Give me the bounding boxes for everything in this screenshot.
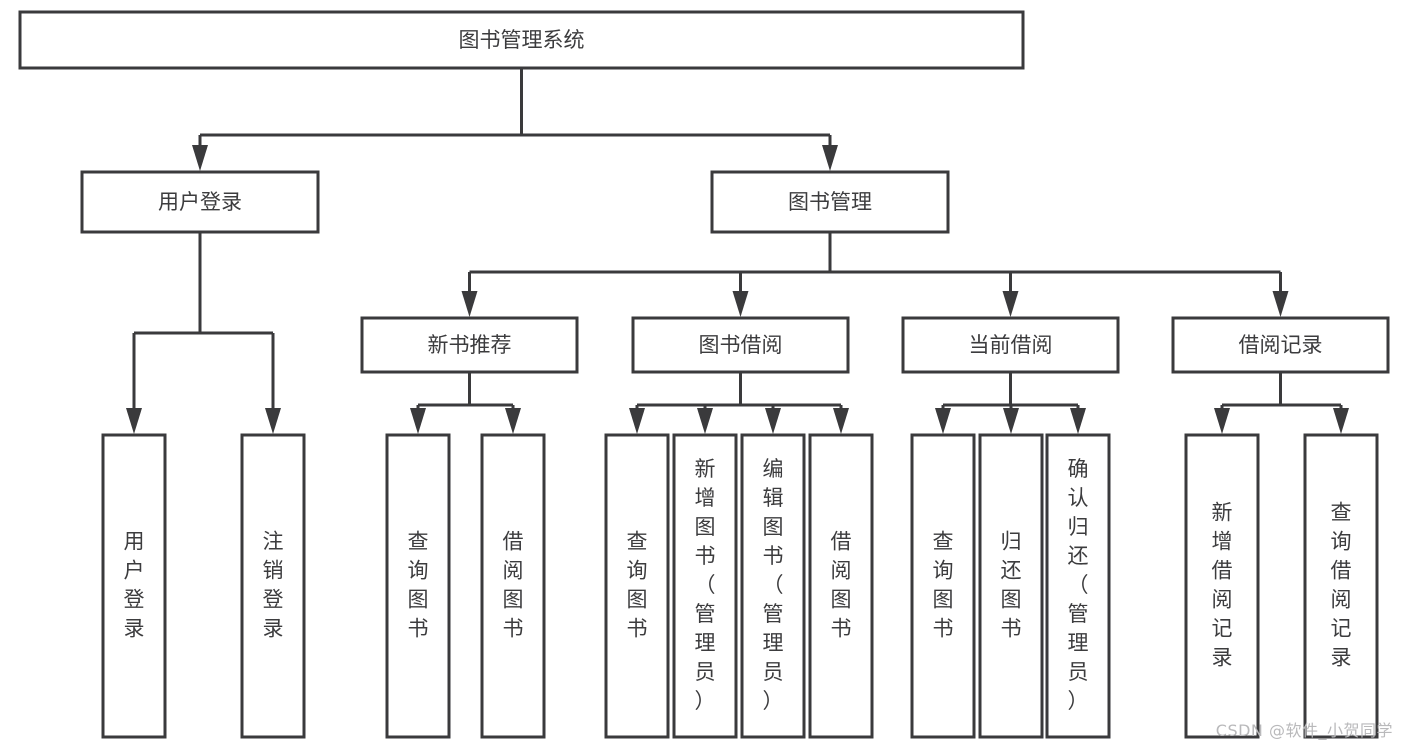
node-label: 查询图书	[627, 530, 648, 641]
arrowhead-icon	[265, 408, 281, 434]
node-box[interactable]	[604, 433, 670, 739]
connector-group-l1_1	[461, 232, 1289, 317]
node-label: 新书推荐	[428, 333, 512, 357]
node-l3_1[interactable]: 注销登录	[240, 433, 306, 739]
node-l2_1[interactable]: 图书借阅	[631, 316, 850, 374]
arrowhead-icon	[697, 408, 713, 434]
arrowhead-icon	[1003, 408, 1019, 434]
arrowhead-icon	[1333, 408, 1349, 434]
node-l3_6[interactable]: 编辑图书（管理员）	[740, 433, 806, 739]
node-box[interactable]	[18, 10, 1025, 70]
node-label: 归还图书	[1001, 530, 1022, 641]
node-l3_9[interactable]: 归还图书	[978, 433, 1044, 739]
connector-group-l1_0	[126, 232, 281, 434]
node-box[interactable]	[80, 170, 320, 234]
arrowhead-icon	[822, 145, 838, 171]
node-label: 借阅记录	[1239, 333, 1323, 357]
node-l1_0[interactable]: 用户登录	[80, 170, 320, 234]
node-label: 新增图书（管理员）	[695, 457, 716, 713]
arrowhead-icon	[833, 408, 849, 434]
node-label: 用户登录	[158, 190, 242, 214]
node-l2_2[interactable]: 当前借阅	[901, 316, 1120, 374]
node-box[interactable]	[740, 433, 806, 739]
node-label: 用户登录	[124, 530, 145, 641]
node-l3_11[interactable]: 新增借阅记录	[1184, 433, 1260, 739]
node-box[interactable]	[978, 433, 1044, 739]
node-box[interactable]	[1303, 433, 1379, 739]
node-l3_4[interactable]: 查询图书	[604, 433, 670, 739]
node-l3_3[interactable]: 借阅图书	[480, 433, 546, 739]
node-label: 图书管理系统	[459, 28, 585, 52]
node-l3_7[interactable]: 借阅图书	[808, 433, 874, 739]
arrowhead-icon	[192, 145, 208, 171]
node-box[interactable]	[1171, 316, 1390, 374]
node-label: 查询借阅记录	[1331, 501, 1352, 670]
node-label: 查询图书	[408, 530, 429, 641]
node-box[interactable]	[672, 433, 738, 739]
node-root[interactable]: 图书管理系统	[18, 10, 1025, 70]
node-l2_3[interactable]: 借阅记录	[1171, 316, 1390, 374]
node-box[interactable]	[910, 433, 976, 739]
connector-group-root	[192, 68, 838, 171]
csdn-watermark: CSDN @软件_小贺同学	[1215, 721, 1393, 740]
arrowhead-icon	[1002, 291, 1019, 317]
connector-group-l2_1	[629, 372, 849, 434]
arrowhead-icon	[1272, 291, 1289, 317]
connector-group-l2_2	[935, 372, 1086, 434]
node-l3_0[interactable]: 用户登录	[101, 433, 167, 739]
node-label: 查询图书	[933, 530, 954, 641]
node-l3_8[interactable]: 查询图书	[910, 433, 976, 739]
arrowhead-icon	[629, 408, 645, 434]
node-box[interactable]	[240, 433, 306, 739]
node-l2_0[interactable]: 新书推荐	[360, 316, 579, 374]
node-l3_5[interactable]: 新增图书（管理员）	[672, 433, 738, 739]
node-label: 图书借阅	[699, 333, 783, 357]
node-label: 借阅图书	[503, 530, 524, 641]
node-box[interactable]	[385, 433, 451, 739]
node-box[interactable]	[901, 316, 1120, 374]
arrowhead-icon	[126, 408, 142, 434]
connector-group-l2_3	[1214, 372, 1349, 434]
node-box[interactable]	[808, 433, 874, 739]
arrowhead-icon	[410, 408, 426, 434]
node-label: 新增借阅记录	[1212, 501, 1233, 670]
node-box[interactable]	[631, 316, 850, 374]
node-label: 编辑图书（管理员）	[763, 457, 784, 713]
connector-group-l2_0	[410, 372, 521, 434]
node-l3_12[interactable]: 查询借阅记录	[1303, 433, 1379, 739]
node-l1_1[interactable]: 图书管理	[710, 170, 950, 234]
arrowhead-icon	[732, 291, 749, 317]
node-l3_10[interactable]: 确认归还（管理员）	[1045, 433, 1111, 739]
connector-layer	[126, 68, 1349, 434]
node-box[interactable]	[1045, 433, 1111, 739]
arrowhead-icon	[505, 408, 521, 434]
arrowhead-icon	[765, 408, 781, 434]
arrowhead-icon	[1070, 408, 1086, 434]
node-l3_2[interactable]: 查询图书	[385, 433, 451, 739]
node-label: 注销登录	[263, 530, 284, 641]
node-box[interactable]	[1184, 433, 1260, 739]
node-label: 当前借阅	[969, 333, 1053, 357]
arrowhead-icon	[461, 291, 478, 317]
node-label: 借阅图书	[831, 530, 852, 641]
node-box[interactable]	[101, 433, 167, 739]
arrowhead-icon	[1214, 408, 1230, 434]
node-box[interactable]	[710, 170, 950, 234]
node-box[interactable]	[360, 316, 579, 374]
node-label: 图书管理	[788, 190, 872, 214]
node-label: 确认归还（管理员）	[1068, 457, 1089, 713]
node-box[interactable]	[480, 433, 546, 739]
node-layer: 图书管理系统用户登录图书管理新书推荐图书借阅当前借阅借阅记录用户登录注销登录查询…	[18, 10, 1390, 739]
arrowhead-icon	[935, 408, 951, 434]
